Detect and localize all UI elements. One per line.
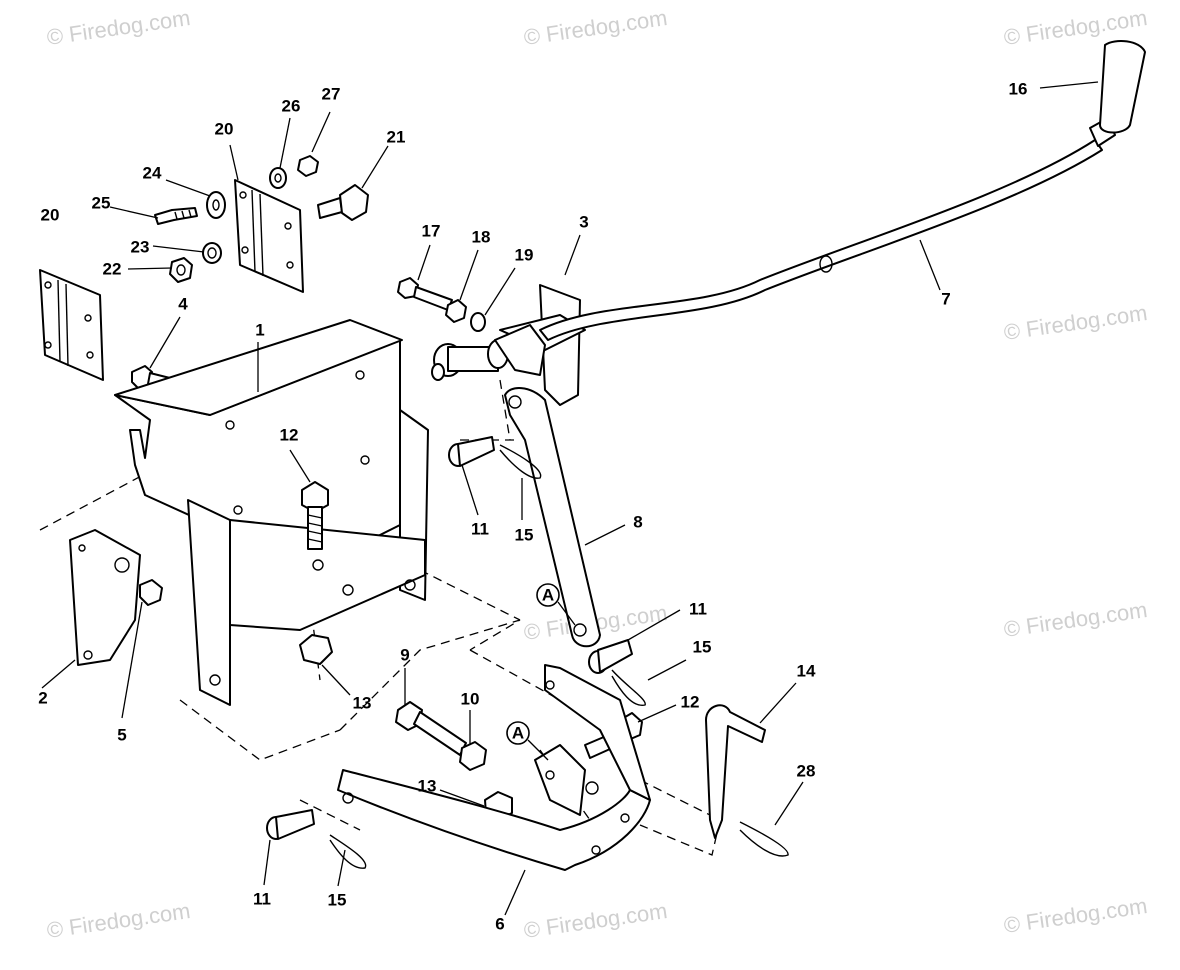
watermark: © Firedog.com <box>1002 300 1149 345</box>
callout-11: 11 <box>689 599 707 618</box>
callout-4: 4 <box>178 294 188 313</box>
callout-17: 17 <box>422 221 441 240</box>
drawbar <box>337 664 651 871</box>
callout-12: 12 <box>280 425 299 444</box>
callout-16: 16 <box>1009 79 1028 98</box>
callout-15: 15 <box>693 637 712 656</box>
hardware-bolt-17 <box>397 277 453 311</box>
callout-15: 15 <box>515 525 534 544</box>
link-plate-19 <box>494 324 546 376</box>
clevis-pin-lower <box>266 809 315 840</box>
callout-20: 20 <box>41 205 60 224</box>
watermark: © Firedog.com <box>522 898 669 943</box>
callout-19: 19 <box>515 245 534 264</box>
callout-3: 3 <box>579 212 588 231</box>
hardware-bolt-21 <box>317 184 369 221</box>
callout-22: 22 <box>103 259 122 278</box>
mounting-plate-left <box>39 269 104 381</box>
callout-7: 7 <box>941 289 950 308</box>
side-bracket <box>69 529 141 666</box>
hardware-washer-23 <box>202 242 222 264</box>
hardware-nut-10 <box>459 741 487 771</box>
callout-24: 24 <box>143 163 162 182</box>
callout-11: 11 <box>471 519 489 538</box>
callout-26: 26 <box>282 96 301 115</box>
ref-marker-label: A <box>542 585 554 604</box>
hardware-bolt-9 <box>395 701 467 756</box>
lift-link <box>504 387 601 648</box>
hardware-washer-26 <box>269 167 287 189</box>
callout-5: 5 <box>117 725 126 744</box>
hardware-nut-18 <box>445 299 467 323</box>
callout-11: 11 <box>253 889 271 908</box>
hitch-clip <box>739 821 789 857</box>
callout-1: 1 <box>255 320 264 339</box>
mounting-plate-upper <box>234 179 304 293</box>
hardware-nut-22 <box>169 257 193 283</box>
callout-8: 8 <box>633 512 642 531</box>
leader-lines <box>41 81 1099 916</box>
pivot-pin <box>431 339 509 381</box>
callout-23: 23 <box>131 237 150 256</box>
callouts: 16 3 7 17 18 19 1 4 12 11 15 8 20 20 24 … <box>38 79 1027 933</box>
callout-9: 9 <box>400 645 409 664</box>
hardware-nut-13 <box>299 634 333 665</box>
watermark: © Firedog.com <box>1002 893 1149 938</box>
hitch-pin <box>705 704 766 839</box>
hardware-bolt-25 <box>154 207 198 225</box>
hardware-nut-27 <box>297 155 319 177</box>
hardware-bolt-12 <box>301 481 329 550</box>
callout-27: 27 <box>322 84 341 103</box>
watermark: © Firedog.com <box>1002 597 1149 642</box>
hair-pin-upper <box>499 444 542 479</box>
hardware-nut-5 <box>139 579 163 606</box>
watermark: © Firedog.com <box>45 898 192 943</box>
watermark: © Firedog.com <box>45 5 192 50</box>
callout-21: 21 <box>387 127 406 146</box>
lift-handle <box>539 39 1146 341</box>
callout-12: 12 <box>681 692 700 711</box>
callout-10: 10 <box>461 689 480 708</box>
ref-marker-label: A <box>512 723 524 742</box>
callout-2: 2 <box>38 688 47 707</box>
callout-13: 13 <box>353 693 372 712</box>
callout-18: 18 <box>472 227 491 246</box>
ref-marker-a-upper: A <box>536 583 576 626</box>
hardware-washer-24 <box>206 191 226 219</box>
callout-13: 13 <box>418 776 437 795</box>
callout-28: 28 <box>797 761 816 780</box>
callout-20: 20 <box>215 119 234 138</box>
callout-15: 15 <box>328 890 347 909</box>
hardware-washer-19 <box>470 312 486 332</box>
callout-14: 14 <box>797 661 816 680</box>
hair-pin-lower <box>329 834 367 869</box>
hair-pin-middle <box>611 669 646 706</box>
ref-marker-a-lower: A <box>506 721 549 761</box>
callout-6: 6 <box>495 914 504 933</box>
callout-25: 25 <box>92 193 111 212</box>
clevis-pin-upper <box>448 436 495 467</box>
watermark: © Firedog.com <box>522 5 669 50</box>
clevis-pin-middle <box>588 639 633 674</box>
